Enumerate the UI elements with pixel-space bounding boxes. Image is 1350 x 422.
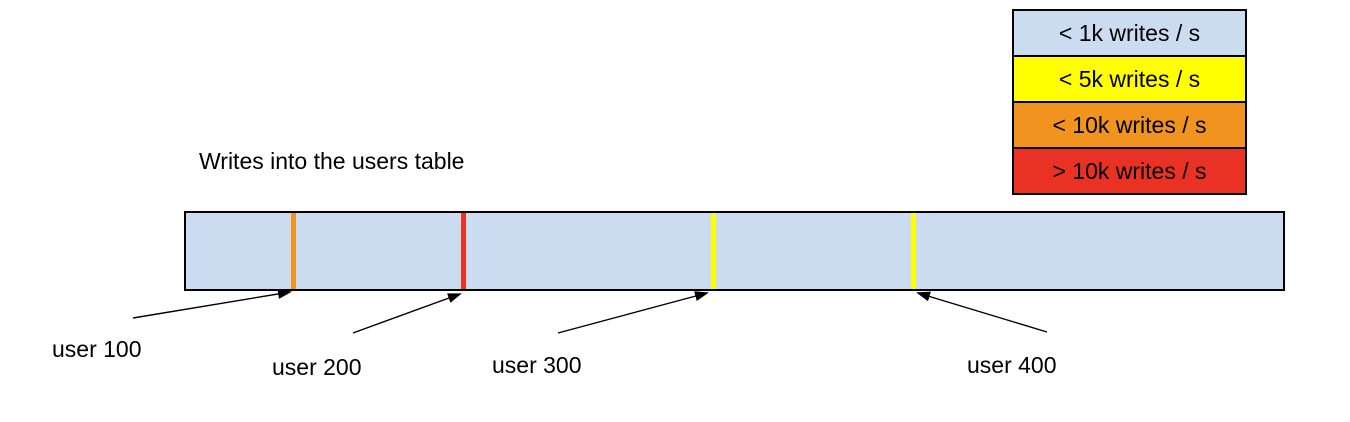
legend-item-lt-1k: < 1k writes / s [1014, 11, 1245, 55]
legend-item-label: > 10k writes / s [1052, 157, 1207, 184]
marker-label-user-200: user 200 [272, 354, 362, 380]
legend-item-label: < 1k writes / s [1058, 19, 1201, 46]
marker-tick-user-400 [910, 213, 916, 289]
arrow-user-300 [557, 291, 709, 334]
arrow-user-200 [352, 293, 462, 334]
legend-item-gt-10k: > 10k writes / s [1014, 147, 1245, 193]
arrow-user-100 [132, 289, 292, 319]
marker-tick-user-300 [710, 213, 716, 289]
legend: < 1k writes / s < 5k writes / s < 10k wr… [1012, 9, 1247, 195]
legend-item-label: < 10k writes / s [1052, 111, 1207, 138]
marker-label-user-300: user 300 [492, 352, 582, 378]
legend-item-lt-5k: < 5k writes / s [1014, 55, 1245, 101]
legend-item-lt-10k: < 10k writes / s [1014, 101, 1245, 147]
legend-item-label: < 5k writes / s [1058, 65, 1201, 92]
arrow-user-400 [916, 291, 1048, 333]
diagram-title: Writes into the users table [199, 148, 465, 174]
marker-label-user-400: user 400 [967, 352, 1057, 378]
marker-tick-user-200 [460, 213, 466, 289]
marker-tick-user-100 [290, 213, 296, 289]
users-table-bar [184, 211, 1285, 291]
marker-label-user-100: user 100 [52, 336, 142, 362]
